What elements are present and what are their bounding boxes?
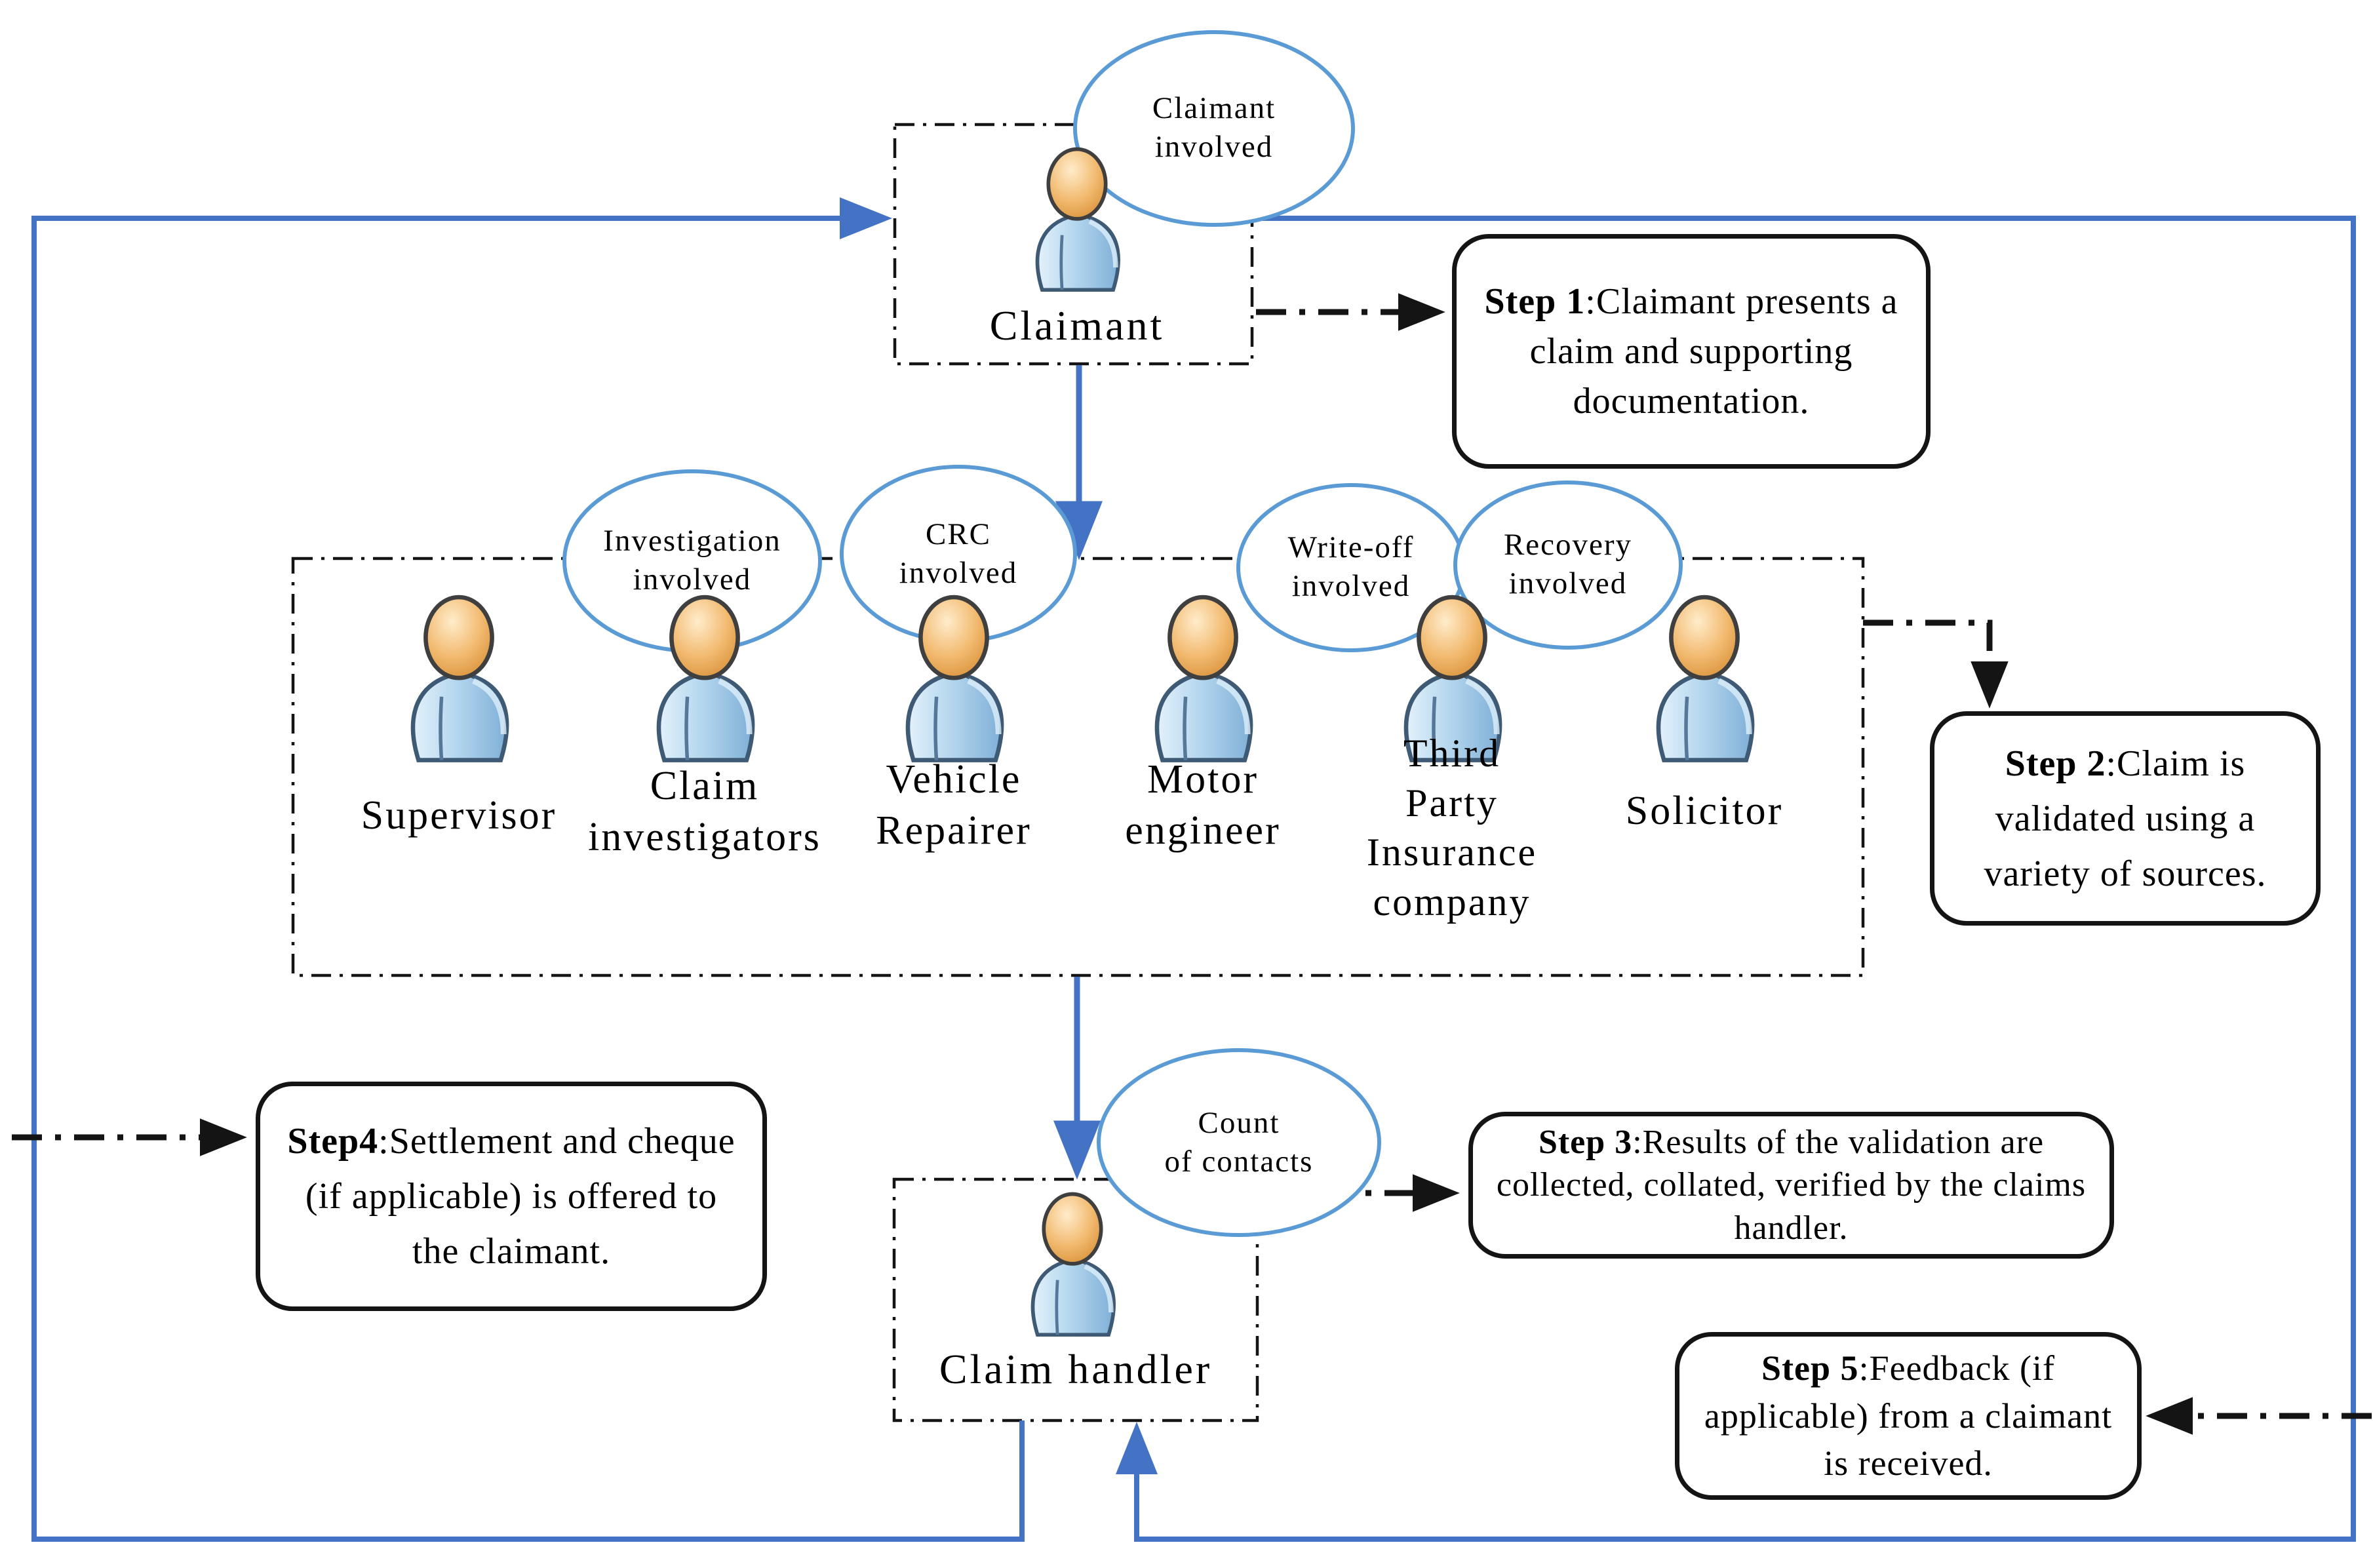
step3-text: Step 3:Results of the validation are col… bbox=[1496, 1123, 2087, 1247]
connector-team-to-step2 bbox=[1863, 619, 2009, 709]
step3-box: Step 3:Results of the validation are col… bbox=[1468, 1112, 2114, 1259]
third-party-label: Third Party Insurance company bbox=[1366, 732, 1538, 924]
arrow-claimant-to-handler-loop bbox=[1116, 216, 2356, 1542]
supervisor-label: Supervisor bbox=[361, 793, 557, 838]
step2-box: Step 2:Claim is validated using a variet… bbox=[1930, 711, 2321, 926]
solicitor-label: Solicitor bbox=[1625, 789, 1784, 833]
motor-engineer-label: Motor engineer bbox=[1125, 757, 1281, 853]
claim-handler-label: Claim handler bbox=[939, 1346, 1213, 1392]
arrow-handler-to-claimant-loop bbox=[31, 197, 1025, 1542]
step5-text: Step 5:Feedback (if applicable) from a c… bbox=[1704, 1348, 2113, 1483]
claim-handler-box bbox=[892, 1177, 1259, 1422]
recovery-involved-label: Recovery involved bbox=[1503, 528, 1633, 601]
claimant-involved-label: Claimant involved bbox=[1152, 91, 1276, 165]
crc-involved-label: CRC involved bbox=[899, 517, 1018, 591]
solicitor-person-icon bbox=[1658, 597, 1752, 760]
step5-box: Step 5:Feedback (if applicable) from a c… bbox=[1675, 1332, 2142, 1500]
claim-investigators-label: Claim investigators bbox=[588, 764, 821, 860]
ellipse-recovery-involved bbox=[1453, 480, 1683, 650]
investigation-involved-label: Investigation involved bbox=[603, 524, 781, 597]
motor-engineer-person-icon bbox=[1157, 597, 1251, 760]
claim-handler-person-icon bbox=[1033, 1194, 1114, 1335]
claimant-label: Claimant bbox=[989, 302, 1165, 349]
ellipse-claimant-involved bbox=[1073, 30, 1355, 227]
count-of-contacts-label: Count of contacts bbox=[1164, 1106, 1314, 1179]
step4-text: Step4:Settlement and cheque (if applicab… bbox=[287, 1121, 735, 1272]
step1-box: Step 1:Claimant presents a claim and sup… bbox=[1452, 234, 1931, 469]
supervisor-person-icon bbox=[413, 597, 507, 760]
write-off-involved-label: Write-off involved bbox=[1287, 530, 1415, 604]
vehicle-repairer-label: Vehicle Repairer bbox=[876, 757, 1032, 853]
step4-box: Step4:Settlement and cheque (if applicab… bbox=[256, 1082, 767, 1311]
step2-text: Step 2:Claim is validated using a variet… bbox=[1984, 743, 2267, 894]
step1-text: Step 1:Claimant presents a claim and sup… bbox=[1484, 281, 1898, 422]
ellipse-count-of-contacts bbox=[1097, 1048, 1381, 1237]
validation-team-box bbox=[291, 557, 1865, 977]
